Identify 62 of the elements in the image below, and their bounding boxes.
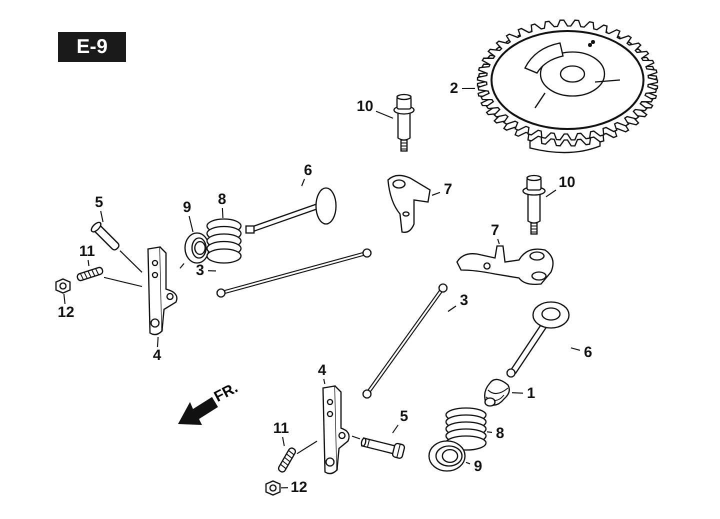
leader-line xyxy=(63,294,66,304)
callout-number: 2 xyxy=(446,80,462,97)
callout-number: 11 xyxy=(76,243,98,260)
leader-line xyxy=(156,336,159,348)
callout-number: 11 xyxy=(270,420,292,437)
callout-number: 6 xyxy=(300,162,316,179)
stud-drawing xyxy=(76,266,104,282)
leader-line xyxy=(281,487,288,488)
direction-label: FR. xyxy=(211,379,241,406)
callout-number: 12 xyxy=(288,479,310,496)
spring-drawing xyxy=(206,218,242,264)
pushrod-drawing xyxy=(216,248,372,298)
callout-number: 4 xyxy=(314,362,330,379)
leader-line xyxy=(392,424,399,434)
leader-line xyxy=(222,208,224,218)
assembly-line xyxy=(296,440,318,454)
callout-number: 8 xyxy=(214,191,230,208)
leader-line xyxy=(323,378,326,384)
leader-line xyxy=(376,110,394,119)
callout-number: 3 xyxy=(456,292,472,309)
leader-line xyxy=(512,392,524,394)
pushrod-drawing xyxy=(362,283,448,399)
leader-line xyxy=(282,436,285,446)
leader-line xyxy=(301,178,306,186)
leader-line xyxy=(486,431,492,433)
spring-drawing xyxy=(445,407,487,451)
leader-line xyxy=(88,260,90,266)
bolt-drawing xyxy=(393,94,415,152)
leader-line xyxy=(208,270,216,272)
callout-number: 6 xyxy=(580,344,596,361)
callout-number: 3 xyxy=(192,262,208,279)
leader-line xyxy=(466,462,470,464)
bolt-drawing xyxy=(522,175,546,235)
callout-number: 1 xyxy=(523,385,539,402)
callout-number: 7 xyxy=(487,222,503,239)
leader-line xyxy=(546,190,556,198)
leader-line xyxy=(188,216,194,232)
callout-number: 8 xyxy=(492,425,508,442)
leader-line xyxy=(448,306,456,312)
callout-number: 5 xyxy=(91,194,107,211)
leader-line xyxy=(570,347,580,351)
assembly-line xyxy=(180,263,184,269)
nut-drawing xyxy=(265,480,281,496)
callout-number: 4 xyxy=(149,347,165,364)
leader-line xyxy=(497,238,500,244)
valve-drawing xyxy=(505,300,571,378)
nut-drawing xyxy=(55,278,71,294)
assembly-line xyxy=(120,250,142,273)
section-tag: E-9 xyxy=(58,32,126,62)
leader-line xyxy=(432,192,440,196)
callout-number: 10 xyxy=(556,174,578,191)
assembly-line xyxy=(104,276,142,288)
callout-number: 9 xyxy=(470,458,486,475)
callout-number: 10 xyxy=(354,98,376,115)
callout-number: 12 xyxy=(55,304,77,321)
retainer-drawing xyxy=(428,440,466,472)
callout-number: 5 xyxy=(396,408,412,425)
leader-line xyxy=(462,88,475,90)
assembly-line xyxy=(352,436,360,440)
callout-number: 7 xyxy=(440,181,456,198)
leader-line xyxy=(100,210,104,222)
callout-number: 9 xyxy=(179,199,195,216)
